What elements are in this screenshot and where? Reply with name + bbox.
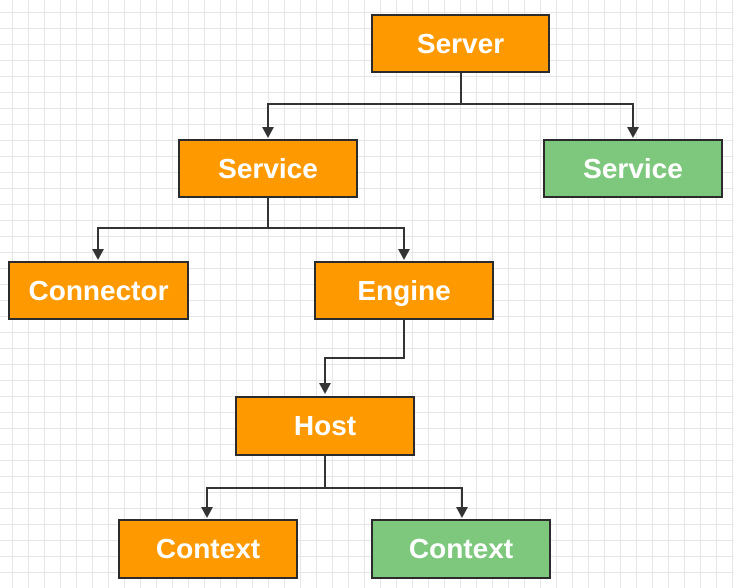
edge-engine-to-host bbox=[319, 320, 405, 394]
server-node-label: Server bbox=[416, 27, 505, 59]
host-node-label: Host bbox=[293, 410, 357, 441]
context-node-2-label: Context bbox=[408, 533, 514, 564]
edge-service-1-to-engine bbox=[268, 227, 410, 260]
connector-node: Connector bbox=[8, 261, 189, 320]
connector-node-label: Connector bbox=[28, 274, 169, 306]
edge-host-to-context-2 bbox=[325, 487, 468, 518]
edge-host-to-context-1 bbox=[201, 456, 326, 518]
service-node-2: Service bbox=[543, 139, 723, 198]
context-node-2: Context bbox=[371, 519, 551, 579]
edge-server-to-service-2 bbox=[461, 103, 639, 138]
engine-node-label: Engine bbox=[357, 274, 451, 306]
host-node: Host bbox=[235, 396, 415, 456]
context-node-1: Context bbox=[118, 519, 298, 579]
service-node-2-label: Service bbox=[583, 152, 683, 184]
context-node-1-label: Context bbox=[155, 533, 261, 564]
edge-service-1-to-connector bbox=[92, 198, 269, 260]
service-node-1-label: Service bbox=[218, 152, 318, 184]
engine-node: Engine bbox=[314, 261, 494, 320]
service-node-1: Service bbox=[178, 139, 358, 198]
edge-server-to-service-1 bbox=[262, 73, 462, 138]
server-node: Server bbox=[371, 14, 550, 73]
